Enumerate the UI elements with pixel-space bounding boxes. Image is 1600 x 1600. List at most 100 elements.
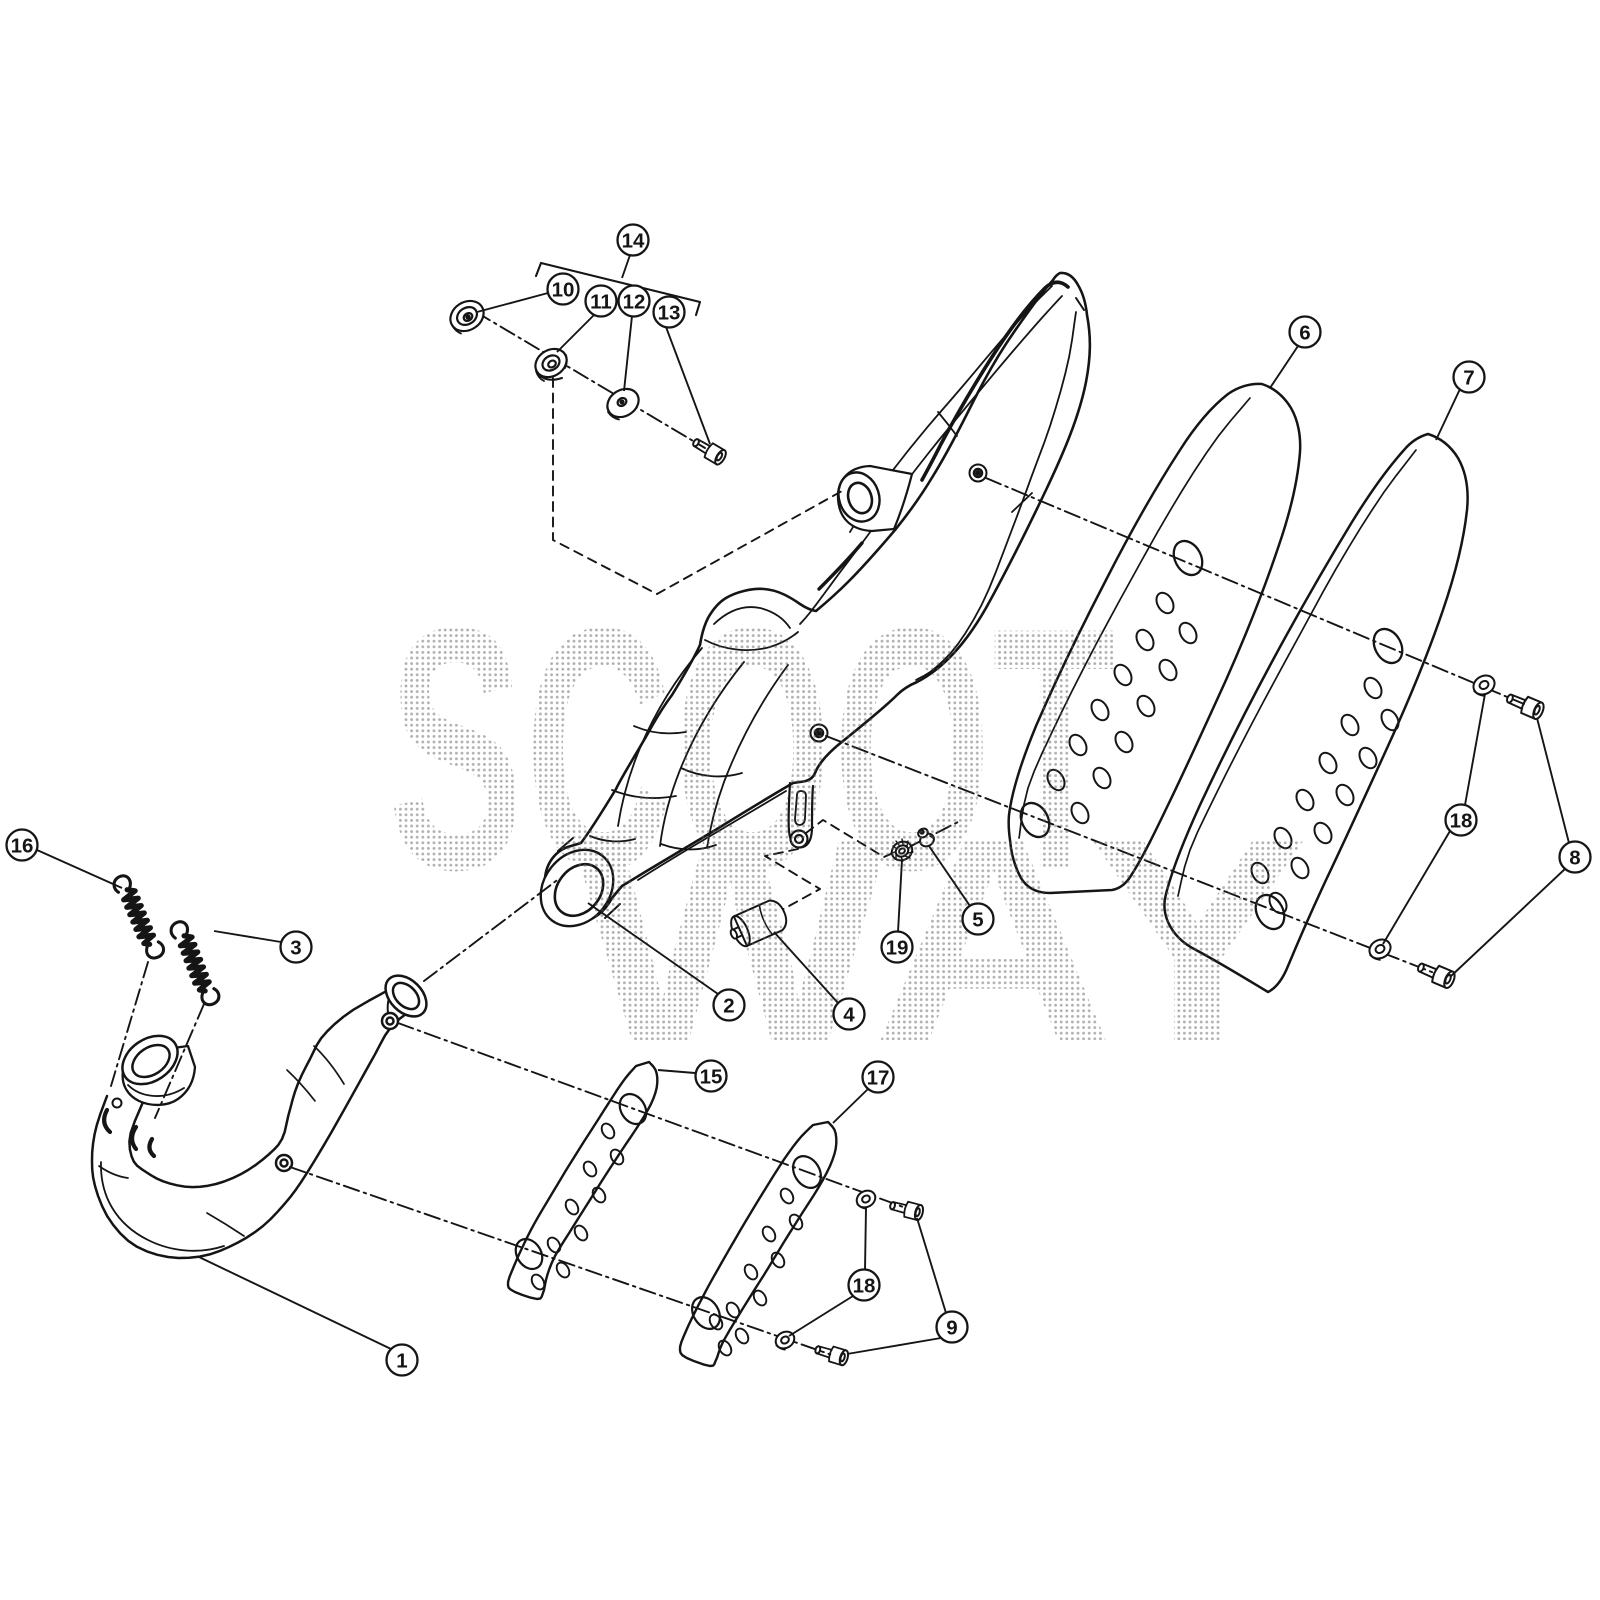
muffler-cap-notch (1075, 297, 1085, 311)
dashed-grommet-to-eyelet (552, 377, 843, 595)
callout-circle-11 (584, 284, 618, 318)
callout-circle-15 (694, 1059, 728, 1093)
bushing-4 (729, 899, 788, 948)
callout-leader-1 (198, 1256, 392, 1350)
callout-number-17: 17 (867, 1066, 890, 1089)
callout-leader-16 (36, 849, 123, 889)
callout-leader-10 (476, 292, 549, 313)
spring-3 (169, 920, 221, 1007)
heat-shield-7 (1163, 432, 1469, 994)
muffler-ring-1 (633, 725, 687, 735)
bolt-13 (692, 438, 727, 466)
axis-right-top (985, 477, 1525, 705)
callout-leader-17 (832, 1088, 869, 1124)
callout-leader-12 (623, 315, 633, 392)
callout-leader-7 (1435, 388, 1461, 441)
washer-18-top (1472, 674, 1496, 697)
bolt-9-a (889, 1200, 925, 1222)
callout-leader-13 (665, 326, 711, 445)
callout-number-15: 15 (700, 1065, 723, 1088)
callout-circle-16 (5, 828, 39, 862)
callout-number-16: 16 (11, 834, 34, 857)
muffler-bulge-inner (713, 606, 791, 629)
axis-grommet-bolt (475, 311, 706, 449)
muffler-facet-long-2 (659, 661, 745, 847)
axis-shields-bottom (289, 1166, 833, 1356)
pipe-spring-hooks (102, 1097, 157, 1159)
callout-leader-6 (1269, 345, 1299, 389)
callout-circle-9 (935, 1310, 969, 1344)
shield-7-hole-bottom (1254, 893, 1286, 931)
callout-circle-12 (617, 284, 651, 318)
washer-5 (917, 827, 935, 848)
muffler-ring-5 (589, 835, 636, 843)
shield-7-hole-top (1372, 627, 1404, 665)
pipe-inlet-base-seam (127, 1084, 185, 1097)
muffler-bulge-base (704, 631, 799, 651)
pipe-outer-edge (90, 1004, 419, 1260)
shield-15-perforations (530, 1122, 625, 1291)
muffler-eyelet (836, 464, 914, 533)
muffler-bottom-inner (637, 790, 787, 881)
watermark-line-1: SCOOT (388, 557, 1118, 942)
axis-shields-top (397, 1022, 907, 1209)
callout-number-14: 14 (622, 229, 645, 252)
callout-leader-8 (1449, 867, 1567, 978)
callout-leader-3 (213, 930, 282, 943)
callout-circle-14 (616, 223, 650, 257)
callout-number-2: 2 (723, 994, 734, 1017)
callout-circle-3 (279, 930, 313, 964)
heat-shield-17 (678, 1120, 838, 1368)
callout-leader-18 (1464, 693, 1486, 806)
muffler-facet-long-1 (617, 647, 703, 827)
shield-6-outline (1007, 382, 1302, 895)
shield-7-crease (1177, 449, 1417, 897)
pipe-boss-lower (274, 1153, 294, 1173)
callout-number-6: 6 (1299, 321, 1310, 344)
shield-7-perforations (1250, 676, 1400, 915)
dashed-spring3-down (154, 1003, 205, 1119)
shield-15-hole-top (618, 1092, 648, 1126)
callout-circle-7 (1452, 360, 1486, 394)
watermark-line-2: WAY (572, 776, 1312, 1102)
grommet-10 (449, 299, 485, 335)
pipe-boss-upper (380, 1011, 400, 1031)
shield-17-outline (678, 1120, 838, 1368)
washer-18-lower-a (855, 1189, 877, 1210)
callout-circle-1 (385, 1343, 419, 1377)
callout-circle-17 (861, 1060, 895, 1094)
header-pipe (90, 974, 428, 1260)
callout-number-4: 4 (843, 1003, 855, 1026)
callout-leader-8 (1536, 717, 1570, 844)
bolt-8-top (1506, 693, 1545, 721)
pipe-seam-2 (206, 1212, 245, 1237)
callout-number-1: 1 (396, 1349, 407, 1372)
callout-circle-18 (1444, 803, 1478, 837)
muffler-ring-2 (611, 789, 677, 799)
callout-number-8: 8 (1569, 846, 1580, 869)
callout-circle-13 (652, 295, 686, 329)
callout-leader-4 (773, 931, 839, 1004)
shield-6-hole-top (1172, 539, 1204, 577)
dashed-bracket-to-bushing (764, 848, 821, 913)
pipe-bend-guard (100, 1161, 225, 1252)
washer-12 (606, 387, 640, 421)
springs (112, 874, 221, 1007)
callout-circle-2 (712, 988, 746, 1022)
muffler-ring-4 (680, 767, 743, 778)
callout-number-9: 9 (946, 1316, 957, 1339)
callout-circle-4 (832, 997, 866, 1031)
group-bracket-14 (534, 261, 702, 317)
callout-leader-18 (788, 1295, 854, 1337)
callout-circle-5 (961, 902, 995, 936)
callout-number-18: 18 (853, 1274, 876, 1297)
shield-17-perforations (708, 1187, 804, 1357)
callout-number-3: 3 (290, 936, 301, 959)
collar-11 (534, 347, 568, 382)
callout-leader-18 (864, 1207, 867, 1271)
callout-leader-14 (621, 254, 631, 279)
callout-leader-9 (916, 1217, 947, 1314)
bolt-9-b (814, 1345, 850, 1367)
shield-15-outline (506, 1060, 659, 1301)
